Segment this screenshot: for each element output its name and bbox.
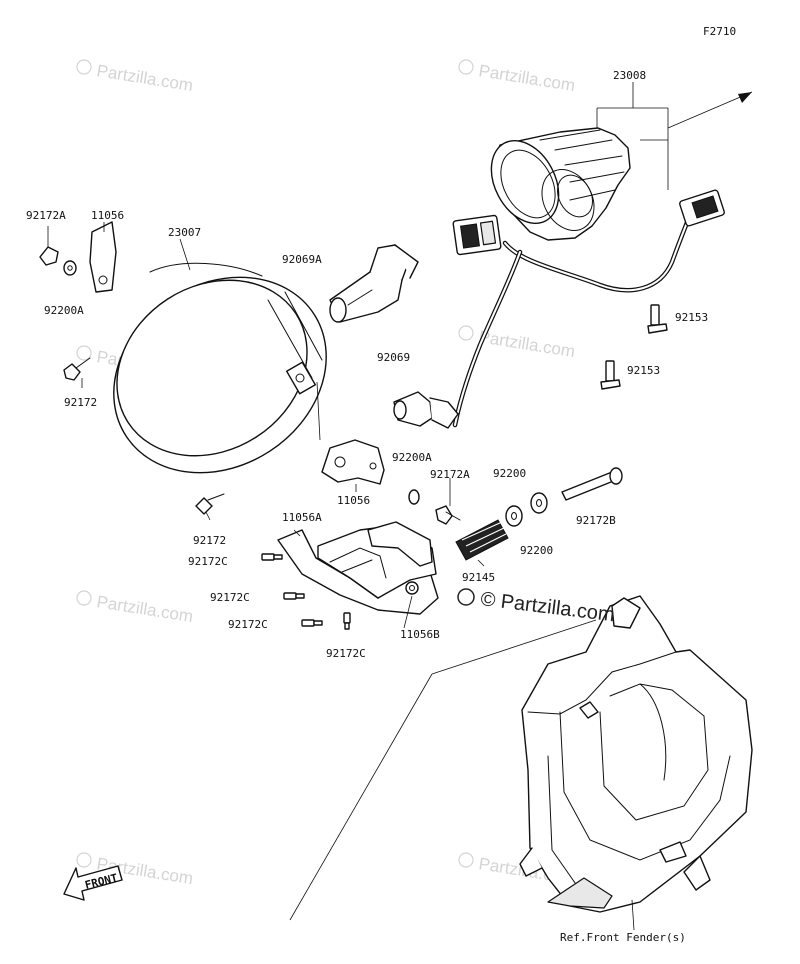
watermark-top-left: Partzilla.com: [76, 59, 194, 95]
mount-bracket: [277, 521, 439, 615]
bulb-h4: [329, 244, 419, 323]
label-92172A-mid: 92172A: [430, 468, 470, 481]
watermark-text: Partzilla.com: [95, 592, 194, 626]
watermark-top-right: Partzilla.com: [458, 59, 576, 95]
label-92172B: 92172B: [576, 514, 616, 527]
figure-code: F2710: [703, 25, 736, 38]
ref-label: Ref.Front Fender(s): [560, 931, 686, 944]
washer-92200A-mid: [408, 489, 420, 505]
label-92200A-mid: 92200A: [392, 451, 432, 464]
bolt-92172A-mid: [435, 505, 461, 525]
screw-92153-b: [600, 360, 621, 390]
watermark-text: Partzilla.com: [95, 61, 194, 95]
leader-23008: [596, 82, 753, 190]
label-92069A: 92069A: [282, 253, 322, 266]
main-watermark-text: © Partzilla.com: [479, 588, 615, 626]
label-92153-a: 92153: [675, 311, 708, 324]
bolt-92172A-top: [39, 246, 77, 276]
wiring-harness: [452, 189, 725, 428]
label-92172C-a: 92172C: [188, 555, 228, 568]
label-92172C-d: 92172C: [326, 647, 366, 660]
bolt-92172-lower: [195, 493, 225, 515]
headlight-housing: [490, 127, 631, 241]
bolts-92172C: [261, 553, 351, 630]
label-92172-lower: 92172: [193, 534, 226, 547]
label-11056B: 11056B: [400, 628, 440, 641]
label-92172A-top: 92172A: [26, 209, 66, 222]
label-92145: 92145: [462, 571, 495, 584]
label-11056A: 11056A: [282, 511, 322, 524]
bolt-92172B: [561, 467, 623, 501]
bolt-92172-left: [63, 357, 91, 381]
label-23007: 23007: [168, 226, 201, 239]
pointer-lines: [289, 619, 597, 921]
label-92172C-c: 92172C: [228, 618, 268, 631]
front-fender: [519, 595, 753, 913]
position-bulb: [393, 391, 459, 429]
spring-92145: [455, 519, 509, 561]
washers-92200: [505, 492, 548, 527]
main-watermark: © Partzilla.com: [457, 588, 616, 626]
label-92200A-top: 92200A: [44, 304, 84, 317]
label-92200-b: 92200: [520, 544, 553, 557]
label-92200-a: 92200: [493, 467, 526, 480]
screw-92153-a: [647, 304, 668, 334]
bracket-11056-top: [89, 221, 117, 293]
front-arrow: FRONT: [63, 865, 123, 901]
watermark-lower-left: Partzilla.com: [76, 590, 194, 626]
label-92069: 92069: [377, 351, 410, 364]
part-labels: 23008 92172A 11056 23007 92069A 92200A 9…: [26, 69, 708, 944]
label-11056-mid: 11056: [337, 494, 370, 507]
label-92172-left: 92172: [64, 396, 97, 409]
headlight-lens: [113, 262, 327, 474]
label-11056-top: 11056: [91, 209, 124, 222]
watermark-text: Partzilla.com: [477, 61, 576, 95]
ref-leader: [631, 899, 635, 931]
watermark-text: Partzilla.com: [477, 327, 576, 361]
leader-lines: [47, 222, 485, 629]
bracket-11056-mid: [321, 439, 385, 485]
label-23008: 23008: [613, 69, 646, 82]
label-92153-b: 92153: [627, 364, 660, 377]
label-92172C-b: 92172C: [210, 591, 250, 604]
